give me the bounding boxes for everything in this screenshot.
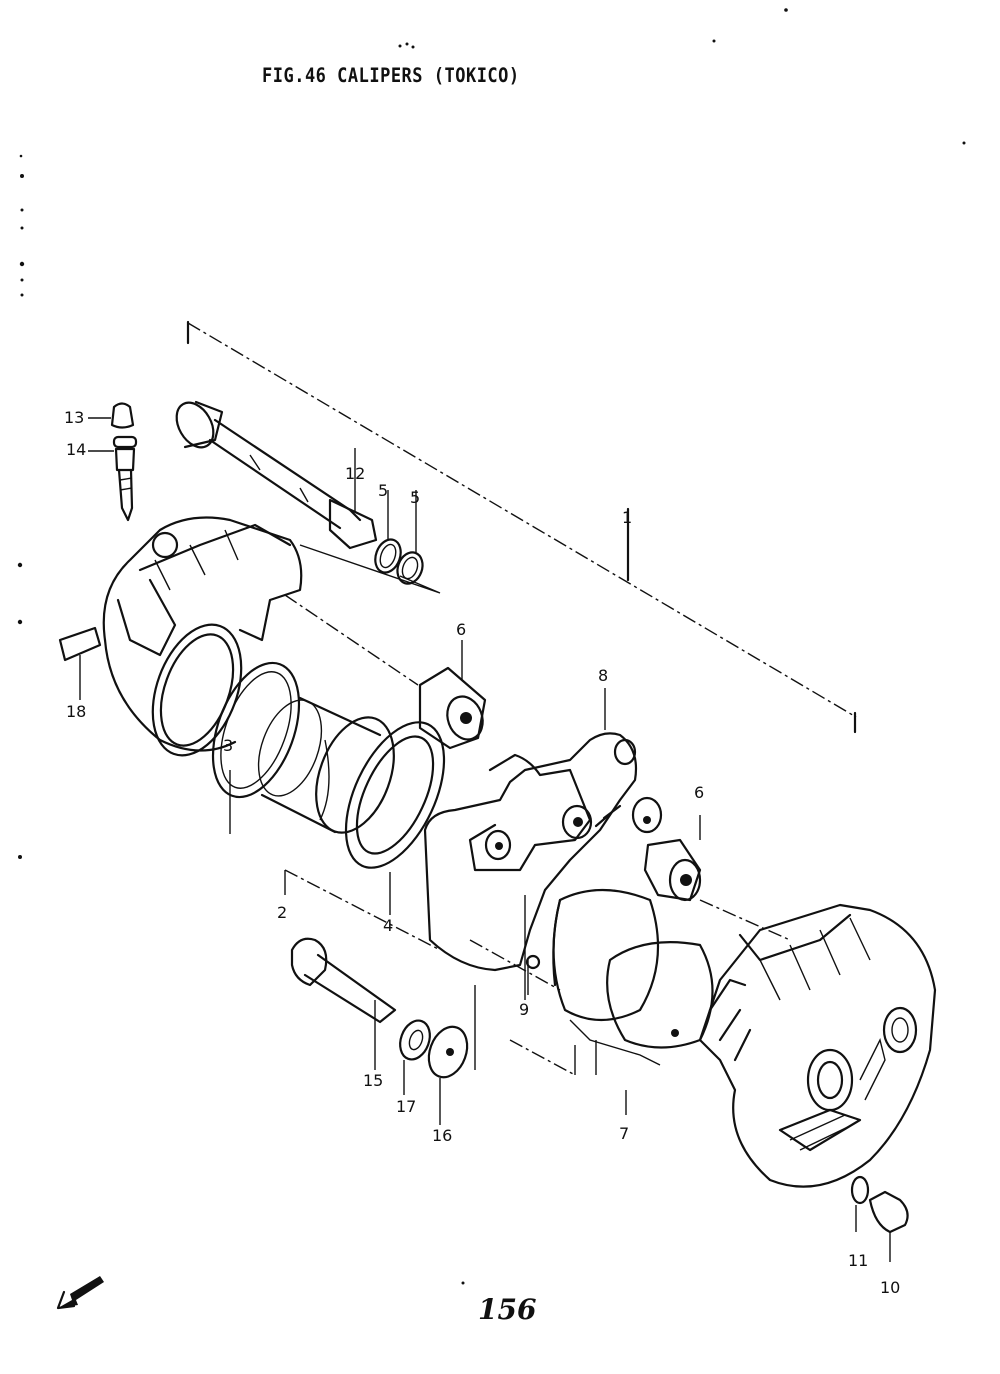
brake-pads-7 <box>552 888 714 1115</box>
caliper-body-left <box>58 516 303 757</box>
callout-6a: 6 <box>456 620 467 639</box>
scan-specks <box>17 8 966 1285</box>
callout-11: 11 <box>848 1251 869 1270</box>
piston <box>257 696 395 834</box>
caliper-body-right <box>698 903 937 1188</box>
callout-5b: 5 <box>410 488 421 507</box>
mounting-bolt-15 <box>290 937 397 1070</box>
o-rings-5 <box>299 490 441 594</box>
callout-8: 8 <box>598 666 609 685</box>
dust-boot-4 <box>344 721 446 915</box>
callout-10: 10 <box>880 1278 901 1297</box>
washer-11 <box>850 1175 870 1232</box>
callout-9: 9 <box>519 1000 530 1019</box>
figure-title: FIG.46 CALIPERS (TOKICO) <box>262 64 520 88</box>
screw-10 <box>868 1190 909 1262</box>
lock-washer-17 <box>399 1019 431 1095</box>
callout-6b: 6 <box>694 783 705 802</box>
callout-2: 2 <box>277 903 288 922</box>
callout-14: 14 <box>66 440 87 459</box>
front-arrow-icon <box>56 1276 104 1310</box>
callout-16: 16 <box>432 1126 453 1145</box>
callout-3: 3 <box>223 736 234 755</box>
caliper-bracket-8 <box>423 688 638 1000</box>
piston-seal-3 <box>211 661 301 834</box>
leader-9 <box>525 954 541 995</box>
callout-5a: 5 <box>378 481 389 500</box>
bleeder-valve-14 <box>88 435 138 522</box>
washer-16 <box>427 1025 469 1125</box>
callout-15: 15 <box>363 1071 384 1090</box>
callout-18: 18 <box>66 702 87 721</box>
callout-1: 1 <box>622 508 633 527</box>
callout-7: 7 <box>619 1124 630 1143</box>
page-number: 156 <box>478 1293 537 1326</box>
assembly-center-lines <box>284 594 791 1076</box>
bleeder-cap-13 <box>88 402 135 429</box>
bushing-small <box>631 796 663 834</box>
bushing-6-right <box>643 815 702 902</box>
callout-12: 12 <box>345 464 366 483</box>
assembly-bracket-1 <box>186 320 857 734</box>
bushing-6-left <box>418 640 487 750</box>
callout-13: 13 <box>64 408 85 427</box>
slide-pin-12 <box>175 400 378 550</box>
callout-4: 4 <box>383 916 394 935</box>
callout-17: 17 <box>396 1097 417 1116</box>
